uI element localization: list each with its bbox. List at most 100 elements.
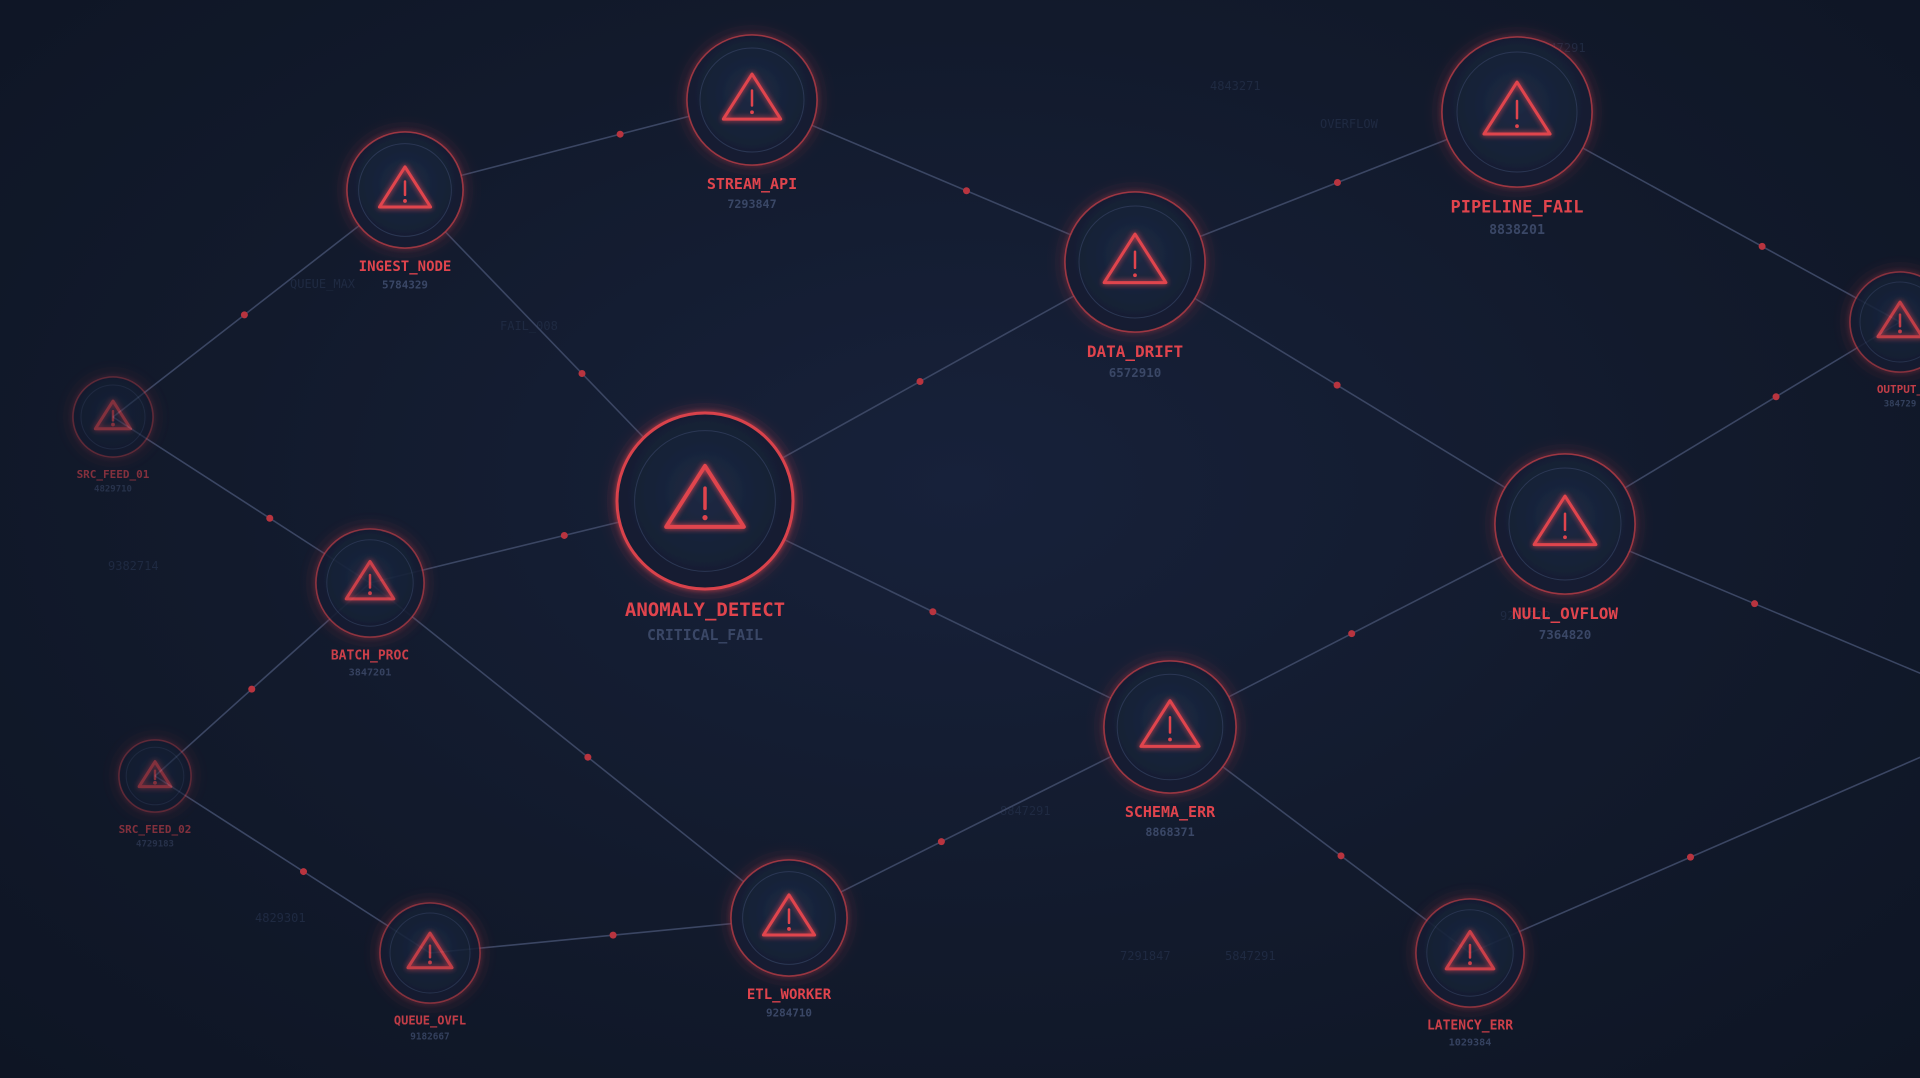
node-code: 9284710 (766, 1007, 812, 1020)
exclamation-dot (1515, 124, 1519, 129)
node-label: PIPELINE_FAIL (1450, 198, 1583, 218)
warning-triangle-icon (93, 399, 133, 431)
background-code-text: QUEUE_MAX (290, 277, 356, 291)
alert-node-null[interactable]: NULL_OVFLOW 7364820 (1485, 444, 1645, 642)
edge-connector (1134, 261, 1566, 525)
node-inner-ring (634, 430, 776, 572)
node-label: SCHEMA_ERR (1125, 803, 1216, 821)
node-inner-ring (1116, 673, 1224, 781)
warning-triangle-icon (1444, 929, 1496, 971)
node-inner-ring (1859, 281, 1920, 363)
warning-triangle-icon (1139, 699, 1201, 748)
edge-midpoint-dot (1758, 242, 1766, 250)
background-code-text: 9281722 (1500, 609, 1551, 623)
node-label: STREAM_API (707, 175, 797, 193)
exclamation-dot (787, 927, 791, 931)
edge-midpoint-dot (300, 868, 307, 876)
node-inner-ring (1078, 205, 1192, 319)
warning-triangle-icon (1102, 232, 1168, 285)
edge-midpoint-dot (1337, 852, 1345, 860)
edge-midpoint-dot (929, 608, 937, 616)
node-inner-ring (389, 912, 471, 994)
node-circle (1849, 271, 1920, 373)
node-inner-ring (1426, 909, 1514, 997)
node-inner-ring (358, 143, 452, 237)
edge-midpoint-dot (616, 130, 624, 138)
node-code: 9182667 (410, 1032, 449, 1043)
exclamation-dot (428, 960, 432, 965)
background-code-text: 8847291 (1000, 804, 1051, 818)
node-code: 8868371 (1145, 825, 1194, 839)
exclamation-dot (750, 110, 754, 115)
node-code: CRITICAL_FAIL (647, 627, 763, 644)
warning-triangle-icon (1876, 300, 1920, 339)
edge-midpoint-dot (1751, 600, 1759, 608)
exclamation-dot (1563, 535, 1567, 540)
alert-node-output[interactable]: OUTPUT_384729 (1840, 262, 1920, 410)
node-label: INGEST_NODE (359, 259, 452, 275)
alert-node-batch[interactable]: BATCH_PROC 3847201 (306, 519, 434, 679)
node-inner-ring (125, 746, 185, 806)
alert-node-schema[interactable]: SCHEMA_ERR 8868371 (1094, 651, 1246, 839)
node-label: NULL_OVFLOW (1512, 604, 1618, 623)
edge-midpoint-dot (1687, 853, 1694, 861)
exclamation-dot (1468, 961, 1472, 966)
node-label: LATENCY_ERR (1427, 1018, 1513, 1033)
node-inner-ring (1508, 467, 1622, 581)
exclamation-dot (1133, 273, 1137, 278)
warning-triangle-icon (721, 72, 783, 121)
node-label: QUEUE_OVFL (394, 1014, 466, 1029)
edge-midpoint-dot (578, 369, 586, 377)
node-inner-ring (699, 47, 805, 153)
edge-midpoint-dot (937, 838, 945, 846)
exclamation-dot (111, 422, 115, 427)
exclamation-dot (403, 199, 407, 203)
edge-midpoint-dot (1333, 381, 1341, 389)
edge-midpoint-dot (609, 931, 617, 939)
warning-triangle-icon (761, 893, 817, 937)
node-code: 3847201 (349, 668, 392, 679)
edge-midpoint-dot (1348, 630, 1356, 638)
node-code: 7293847 (727, 197, 776, 211)
edge-midpoint-dot (584, 753, 592, 761)
node-label: SRC_FEED_02 (119, 823, 192, 836)
alert-node-src1[interactable]: SRC_FEED_01 4829710 (63, 367, 163, 495)
node-label: DATA_DRIFT (1087, 342, 1183, 361)
edge-midpoint-dot (962, 187, 970, 195)
node-label: BATCH_PROC (331, 648, 409, 663)
warning-triangle-icon (1482, 80, 1552, 136)
node-code: 4829710 (94, 485, 132, 495)
edge-connector (369, 582, 790, 919)
edge-midpoint-dot (1333, 179, 1341, 186)
alert-node-anomaly[interactable]: ANOMALY_DETECT CRITICAL_FAIL (607, 403, 803, 644)
node-code: 8838201 (1489, 223, 1545, 238)
exclamation-dot (368, 591, 372, 596)
alert-node-queue[interactable]: QUEUE_OVFL 9182667 (370, 893, 490, 1043)
edge-midpoint-dot (266, 514, 274, 522)
node-code: 7364820 (1539, 627, 1592, 642)
warning-triangle-icon (1532, 494, 1598, 547)
edge-midpoint-dot (248, 685, 256, 693)
background-code-text: 4829301 (255, 911, 306, 925)
edge-midpoint-dot (916, 378, 924, 385)
exclamation-dot (1898, 329, 1902, 334)
edge-connector (1469, 756, 1920, 954)
edge-midpoint-dot (560, 531, 568, 539)
node-inner-ring (326, 539, 414, 627)
node-label: SRC_FEED_01 (77, 468, 150, 481)
warning-triangle-icon (406, 931, 454, 970)
exclamation-dot (153, 780, 157, 785)
background-code-text: OVERFLOW (1320, 117, 1379, 131)
alert-node-pipeline[interactable]: PIPELINE_FAIL 8838201 (1432, 27, 1602, 238)
background-code-text: 5847291 (1225, 949, 1276, 963)
alert-node-stream[interactable]: STREAM_API 7293847 (677, 25, 827, 211)
node-label: ANOMALY_DETECT (625, 599, 785, 621)
